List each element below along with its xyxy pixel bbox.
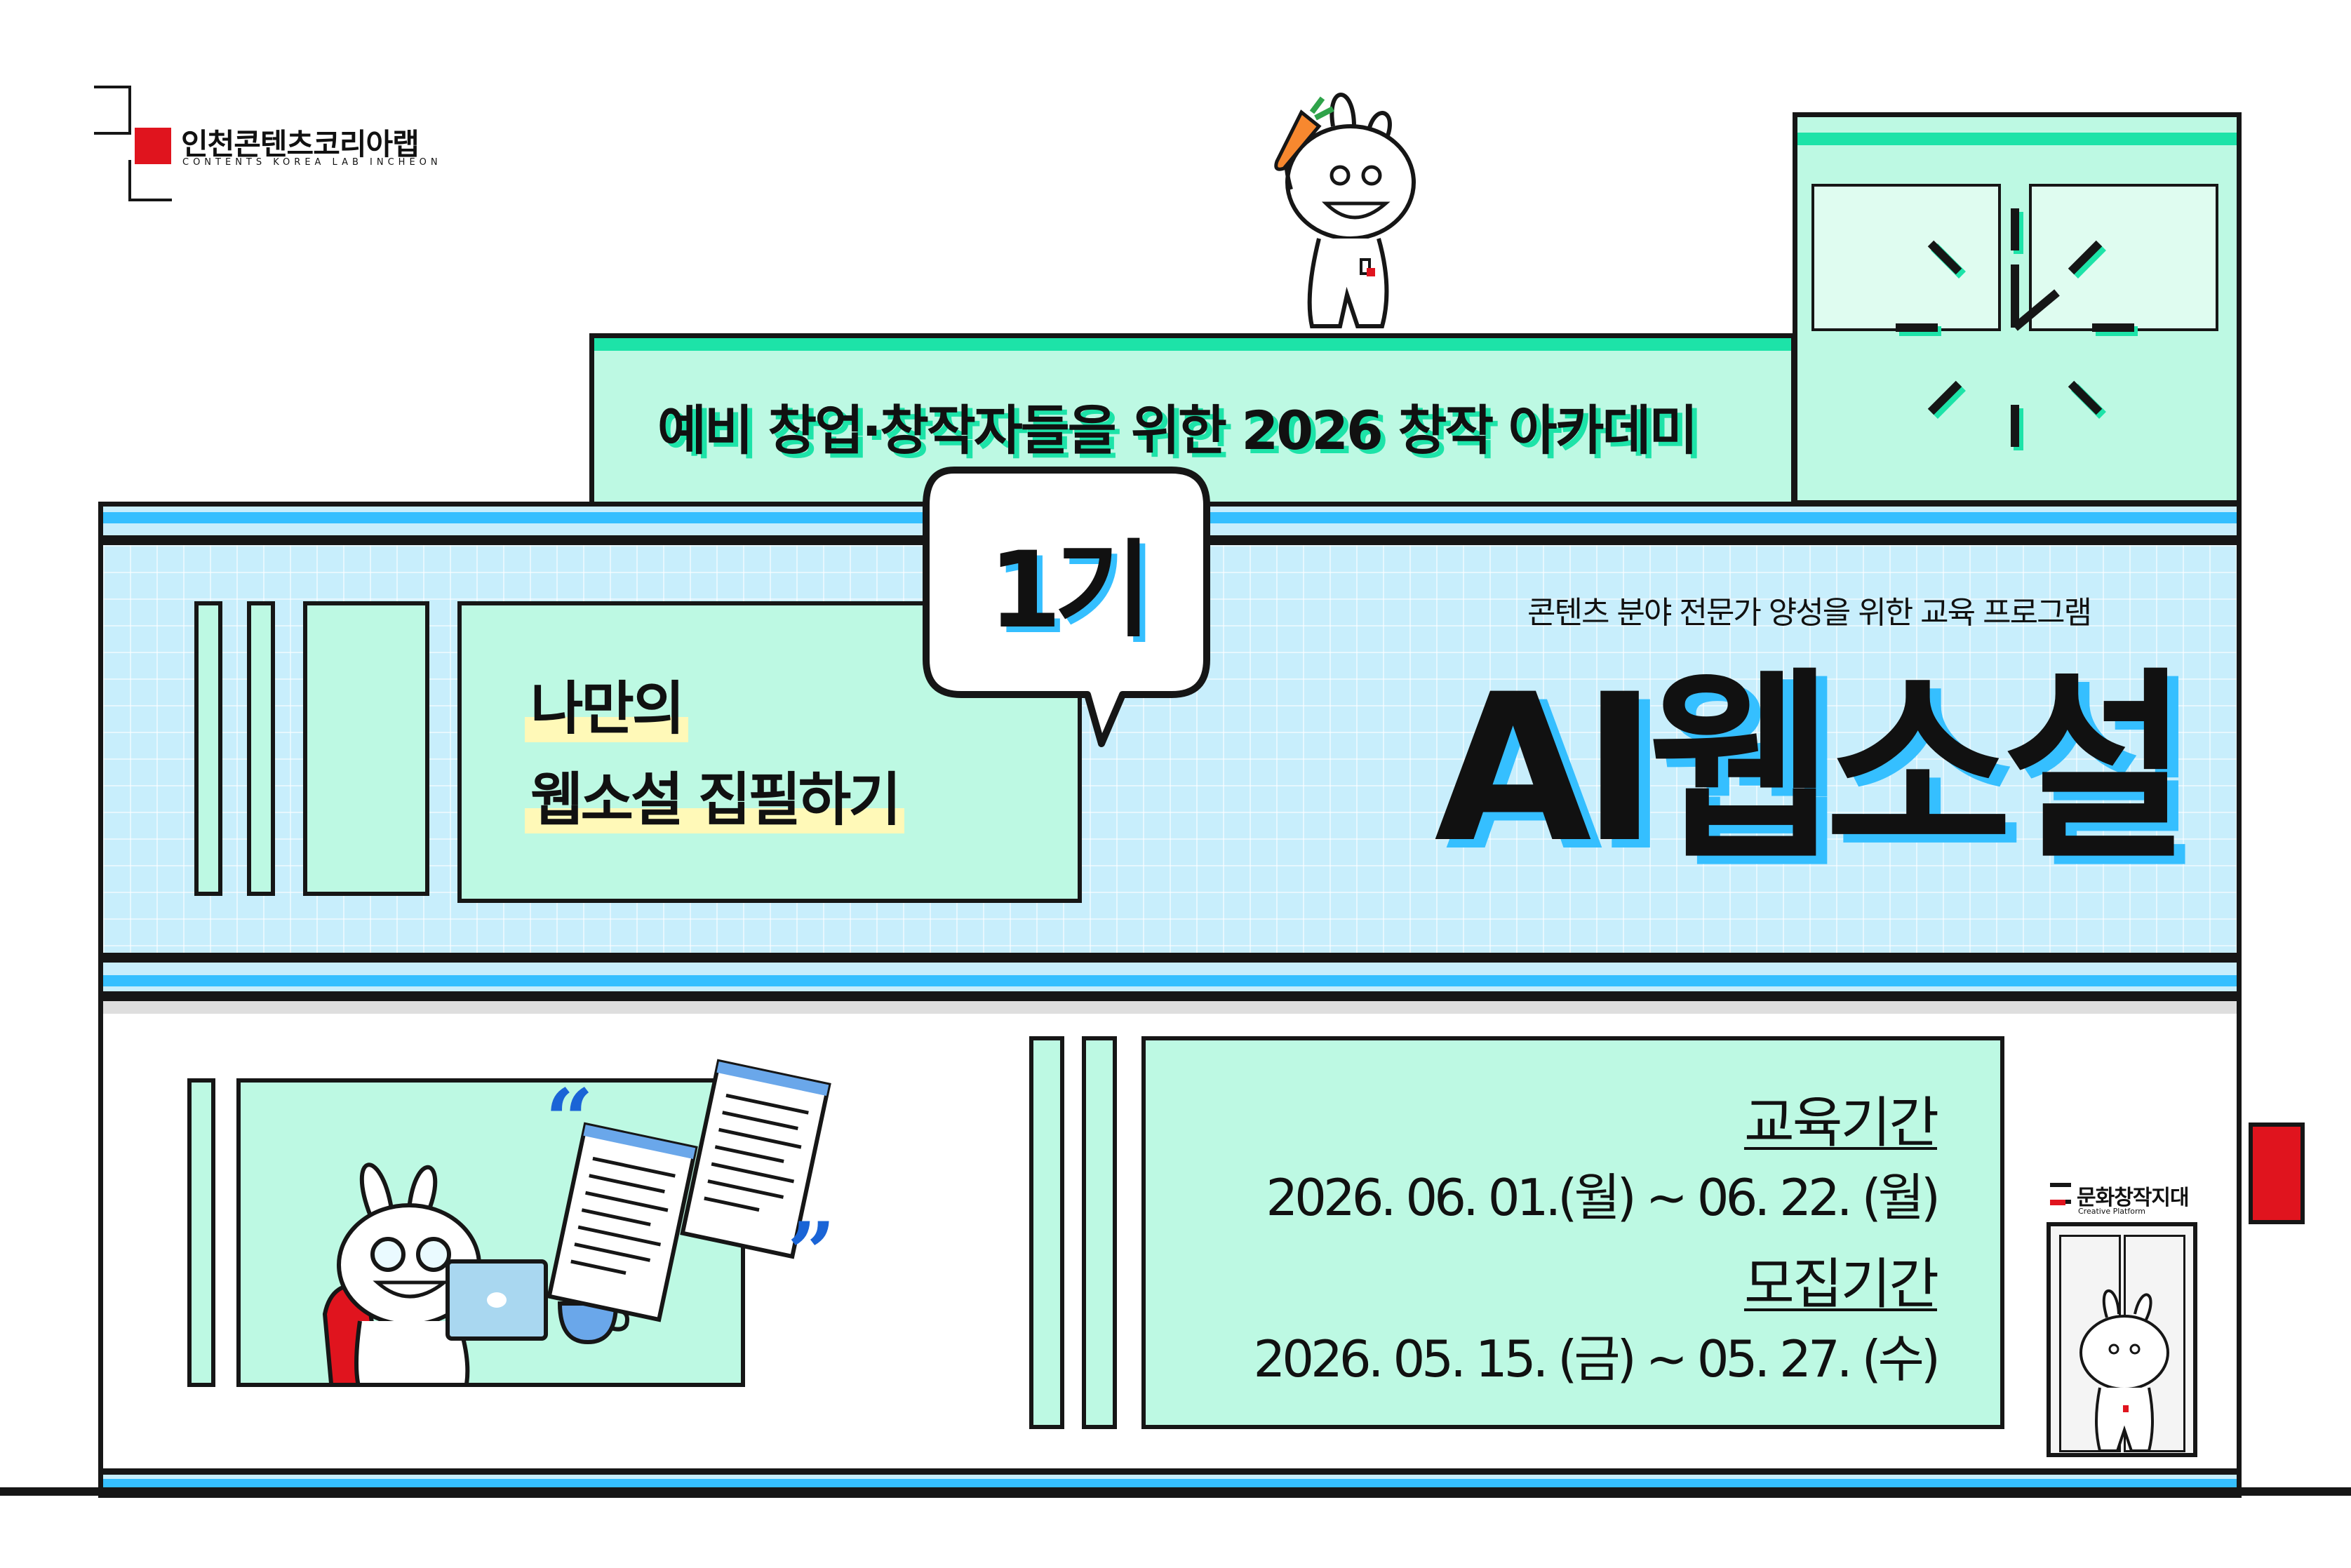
cohort-bubble (923, 467, 1210, 747)
sign-line-1: 나만의 (525, 662, 689, 745)
quote-mark-icon: “ (545, 1071, 594, 1170)
middle-floor-trim-bottom (98, 958, 2242, 996)
sign-line-2: 웹소설 집필하기 (525, 753, 904, 836)
manuscript-page-icon (680, 1059, 831, 1259)
schedule-panel: 교육기간 2026. 06. 01.(월) ~ 06. 22. (월) 모집기간… (1141, 1036, 2004, 1429)
coffee-cup-icon (557, 1301, 629, 1345)
platform-name-en: Creative Platform (2078, 1207, 2146, 1216)
clock-icon (1896, 208, 2138, 450)
quote-mark-icon: ” (787, 1204, 836, 1303)
recruit-period-dates: 2026. 05. 15. (금) ~ 05. 27. (수) (1253, 1329, 1941, 1388)
ground-line (0, 1487, 2351, 1496)
laptop-icon (446, 1259, 548, 1341)
platform-name-ko: 문화창작지대 (2077, 1186, 2190, 1210)
rabbit-with-carrot-icon (1274, 93, 1416, 328)
course-sign: 나만의 웹소설 집필하기 (457, 601, 1082, 903)
recruit-period-label: 모집기간 (1743, 1253, 1939, 1316)
side-red-sign (2249, 1123, 2305, 1224)
edu-period-label: 교육기간 (1743, 1092, 1939, 1155)
edu-period-dates: 2026. 06. 01.(월) ~ 06. 22. (월) (1266, 1168, 1941, 1227)
brand-name-en: CONTENTS KOREA LAB INCHEON (182, 157, 442, 168)
brand-logo: 인천콘텐츠코리아랩 CONTENTS KOREA LAB INCHEON (91, 84, 456, 210)
manuscript-page-icon (547, 1122, 698, 1322)
main-title: AI웹소설 (1434, 651, 2190, 887)
subtitle-text: 예비 창업·창작자들을 위한 2026 창작 아카데미 (657, 399, 1698, 462)
rabbit-writer-icon (322, 1162, 481, 1383)
rabbit-at-door-icon (2079, 1289, 2169, 1452)
brand-name-ko: 인천콘텐츠코리아랩 (181, 127, 420, 161)
ground-floor: “ ” 교육기간 2026. 06. 01.(월) ~ 06. 22. (월) … (98, 996, 2242, 1473)
platform-sign: 문화창작지대 Creative Platform (2050, 1180, 2232, 1222)
cohort-label: 1기 (988, 530, 1151, 652)
tagline: 콘텐츠 분야 전문가 양성을 위한 교육 프로그램 (1527, 595, 2092, 631)
clock-tower (1793, 112, 2242, 505)
subtitle-banner: 예비 창업·창작자들을 위한 2026 창작 아카데미 (589, 333, 1796, 502)
brand-logo-mark (94, 86, 172, 201)
entrance-door (2047, 1222, 2197, 1457)
